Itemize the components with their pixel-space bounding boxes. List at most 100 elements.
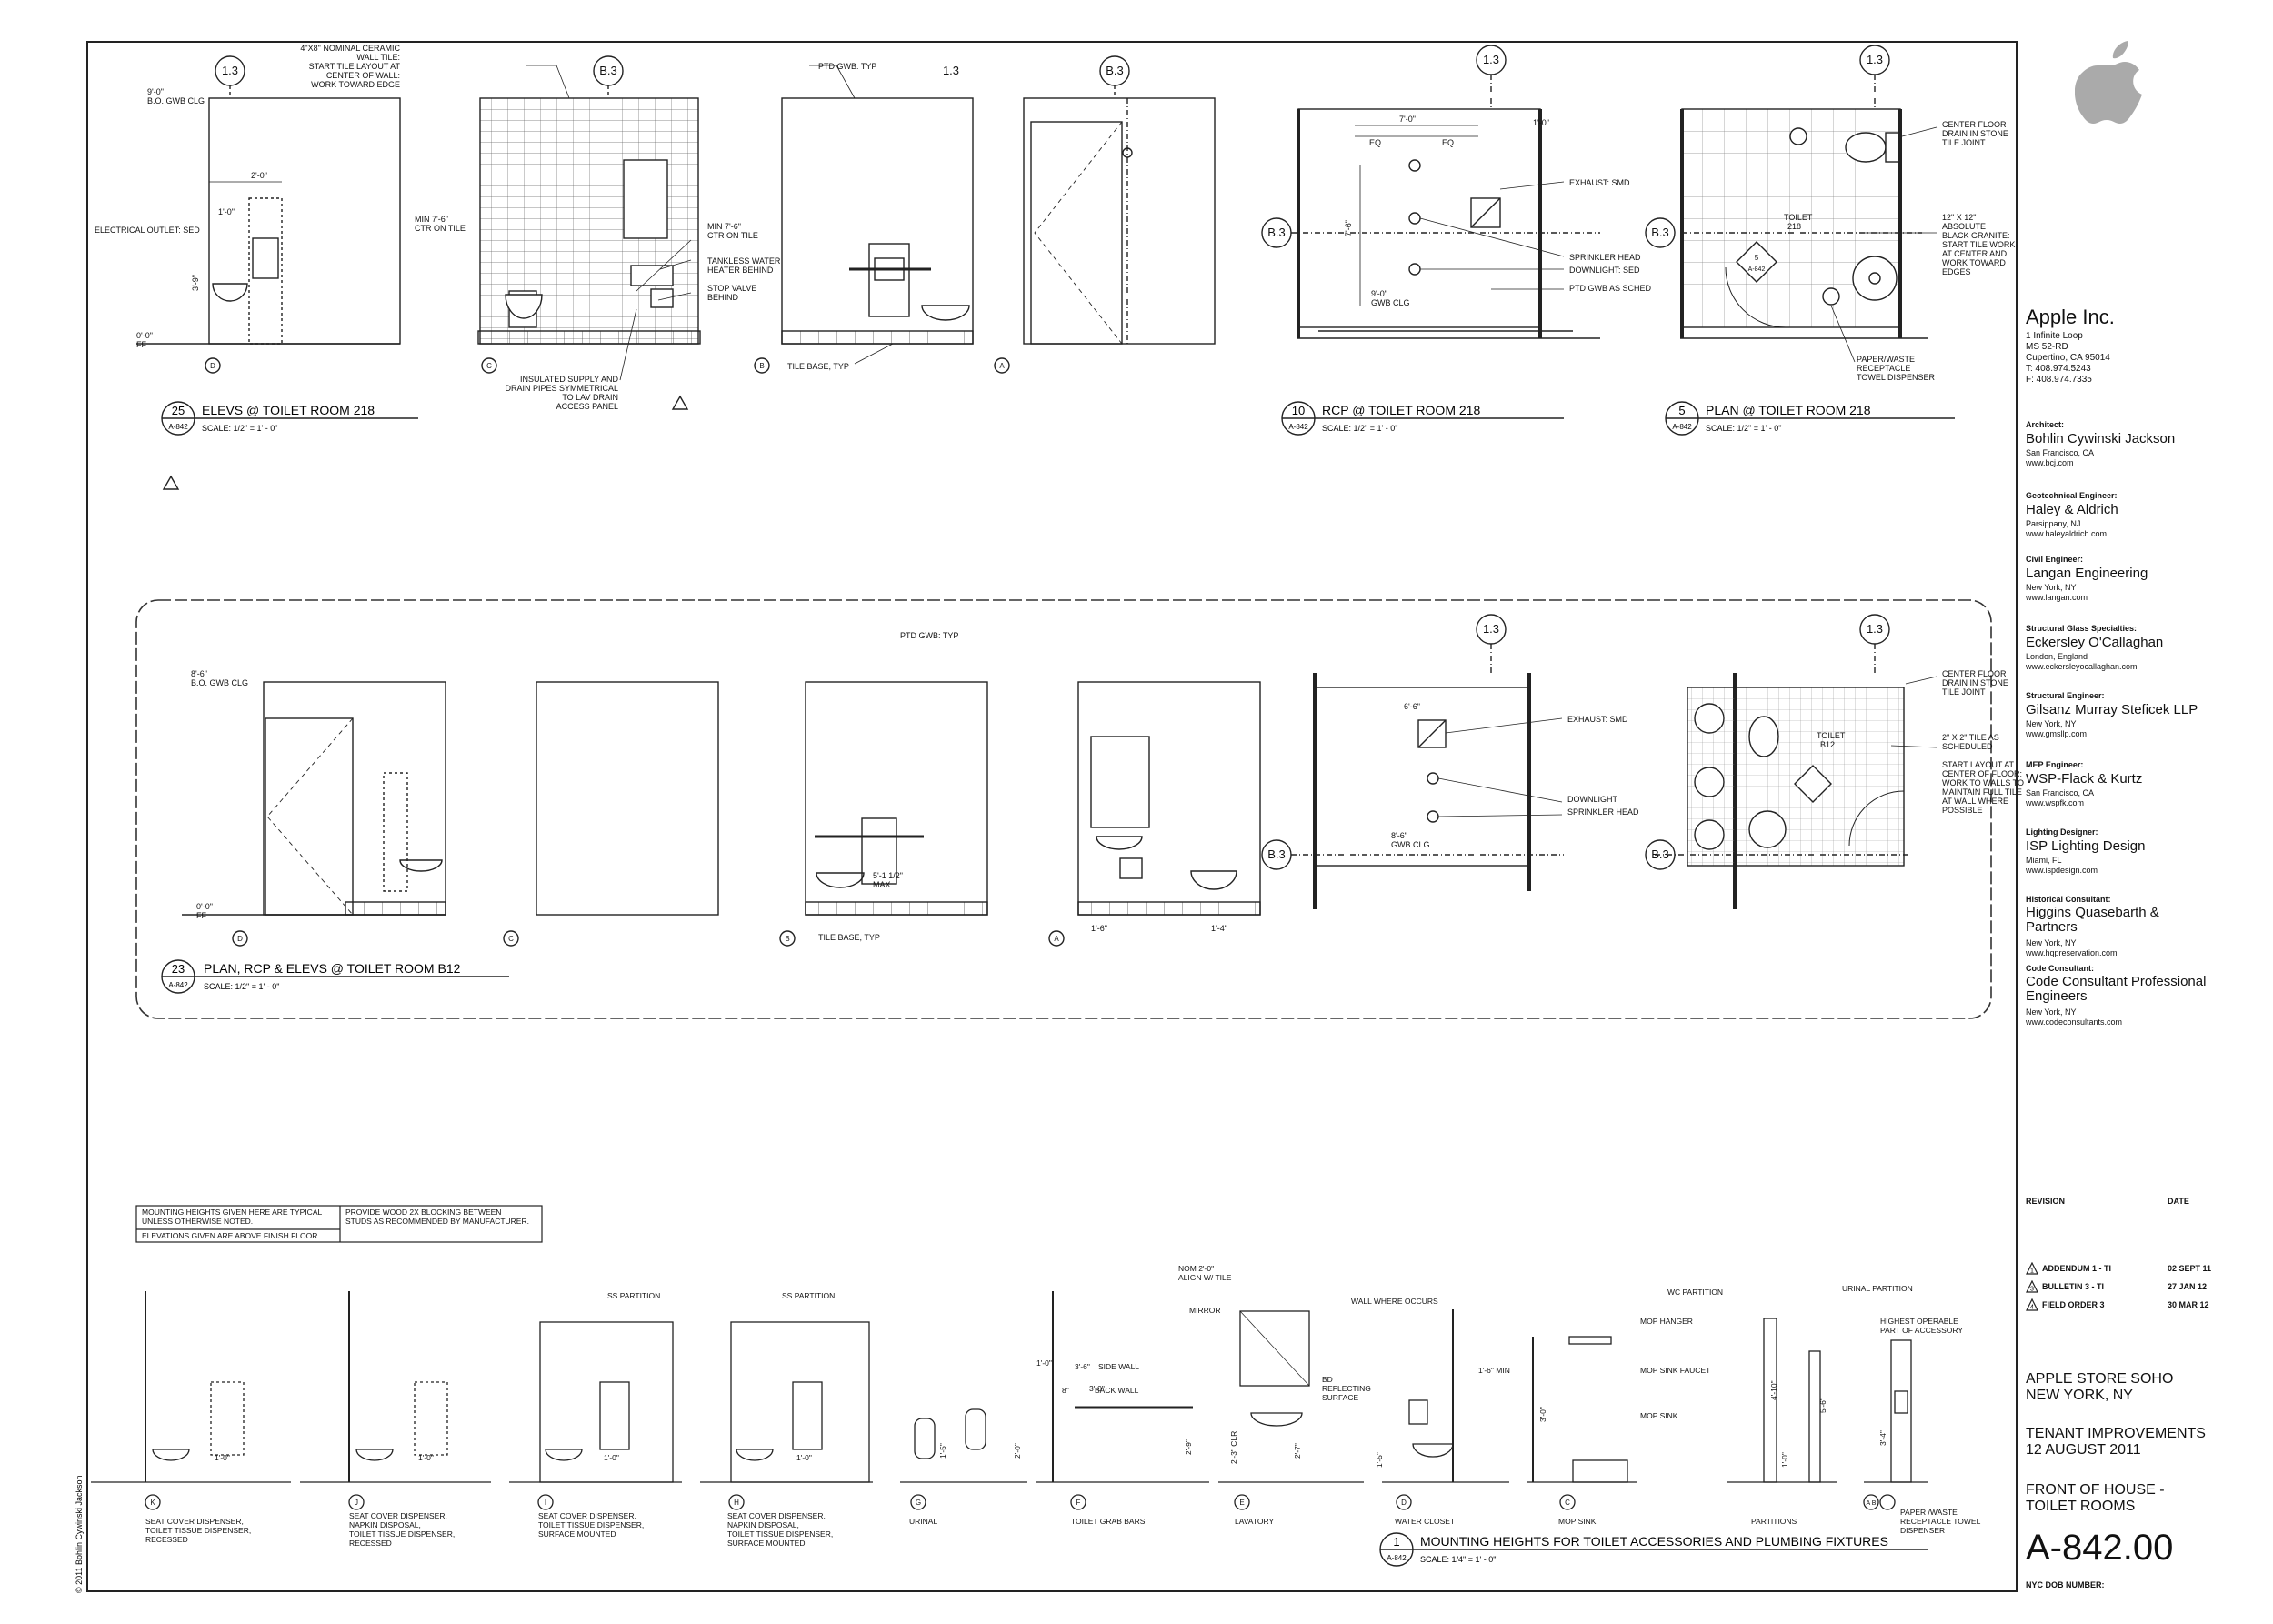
svg-text:MOUNTING HEIGHTS FOR TOILET AC: MOUNTING HEIGHTS FOR TOILET ACCESSORIES … bbox=[1420, 1534, 1888, 1549]
insulated-note: INSULATED SUPPLY AND bbox=[520, 375, 619, 384]
svg-text:MOP SINK FAUCET: MOP SINK FAUCET bbox=[1640, 1366, 1710, 1375]
svg-text:AT WALL WHERE: AT WALL WHERE bbox=[1942, 797, 2008, 806]
floor-dim: 0'-0" bbox=[136, 331, 153, 340]
floor-label: FF bbox=[136, 340, 146, 349]
svg-text:1.3: 1.3 bbox=[1483, 622, 1499, 636]
project-phase-1: TENANT IMPROVEMENTS bbox=[2026, 1426, 2206, 1441]
svg-text:A-842: A-842 bbox=[1288, 423, 1308, 431]
client-fax: F: 408.974.7335 bbox=[2026, 375, 2092, 385]
svg-text:WORK TOWARD: WORK TOWARD bbox=[1942, 258, 2006, 267]
elev-mark-b: B bbox=[759, 362, 764, 370]
svg-text:4'-10": 4'-10" bbox=[1769, 1380, 1778, 1400]
svg-text:PAPER /WASTE: PAPER /WASTE bbox=[1900, 1508, 1958, 1517]
insulated-note: ACCESS PANEL bbox=[556, 402, 618, 411]
svg-text:BLACK GRANITE:: BLACK GRANITE: bbox=[1942, 231, 2010, 240]
consultant-city: San Francisco, CA bbox=[2026, 788, 2095, 797]
mounting-notes-text: MOUNTING HEIGHTS GIVEN HERE ARE TYPICAL … bbox=[142, 1208, 529, 1240]
svg-text:PLAN @ TOILET ROOM 218: PLAN @ TOILET ROOM 218 bbox=[1706, 403, 1871, 417]
svg-text:TOILET TISSUE DISPENSER,: TOILET TISSUE DISPENSER, bbox=[727, 1529, 833, 1539]
tankless-note: HEATER BEHIND bbox=[707, 266, 774, 275]
svg-text:SCHEDULED: SCHEDULED bbox=[1942, 742, 1993, 751]
svg-text:1'-0": 1'-0" bbox=[215, 1453, 230, 1462]
sheet-title-1: FRONT OF HOUSE - bbox=[2026, 1482, 2165, 1498]
project-name-2: NEW YORK, NY bbox=[2026, 1388, 2133, 1403]
svg-text:AT CENTER AND: AT CENTER AND bbox=[1942, 249, 2008, 258]
svg-text:5'-1 1/2": 5'-1 1/2" bbox=[873, 871, 903, 880]
svg-text:I: I bbox=[545, 1499, 546, 1507]
revision-num: 4 bbox=[2030, 1305, 2034, 1311]
consultant-name: Haley & Aldrich bbox=[2026, 502, 2118, 517]
project-phase-2: 12 AUGUST 2011 bbox=[2026, 1442, 2141, 1458]
svg-text:PTD GWB: TYP: PTD GWB: TYP bbox=[900, 631, 958, 640]
svg-text:SEAT COVER DISPENSER,: SEAT COVER DISPENSER, bbox=[727, 1511, 826, 1520]
sheet-title-2: TOILET ROOMS bbox=[2026, 1499, 2136, 1514]
svg-text:MAINTAIN FULL TILE: MAINTAIN FULL TILE bbox=[1942, 787, 2022, 797]
svg-text:DRAIN IN STONE: DRAIN IN STONE bbox=[1942, 678, 2008, 687]
svg-text:K: K bbox=[150, 1499, 155, 1507]
svg-text:LAVATORY: LAVATORY bbox=[1235, 1517, 1274, 1526]
svg-text:7'-0": 7'-0" bbox=[1399, 115, 1416, 124]
svg-text:5: 5 bbox=[1678, 404, 1685, 417]
revision-date: 30 MAR 12 bbox=[2168, 1300, 2209, 1309]
svg-text:TOILET GRAB BARS: TOILET GRAB BARS bbox=[1071, 1517, 1146, 1526]
svg-text:MOP SINK: MOP SINK bbox=[1558, 1517, 1597, 1526]
svg-text:1'-5": 1'-5" bbox=[938, 1443, 947, 1459]
svg-text:TOILET: TOILET bbox=[1817, 731, 1846, 740]
svg-text:A-842: A-842 bbox=[1672, 423, 1692, 431]
svg-text:8'-6": 8'-6" bbox=[191, 669, 207, 678]
detail-25-elevations bbox=[136, 55, 1216, 490]
svg-text:POSSIBLE: POSSIBLE bbox=[1942, 806, 1983, 815]
revision-desc: FIELD ORDER 3 bbox=[2042, 1300, 2105, 1309]
svg-text:F: F bbox=[1076, 1499, 1081, 1507]
consultant-role: Geotechnical Engineer: bbox=[2026, 491, 2118, 500]
svg-text:2'-0": 2'-0" bbox=[1013, 1443, 1022, 1459]
svg-text:WC PARTITION: WC PARTITION bbox=[1667, 1288, 1723, 1297]
svg-text:B12: B12 bbox=[1820, 740, 1835, 749]
svg-text:E: E bbox=[1239, 1499, 1244, 1507]
svg-text:WATER CLOSET: WATER CLOSET bbox=[1395, 1517, 1455, 1526]
svg-text:1'-0": 1'-0" bbox=[1036, 1358, 1052, 1368]
svg-text:3'-4": 3'-4" bbox=[1878, 1430, 1887, 1446]
svg-text:URINAL: URINAL bbox=[909, 1517, 937, 1526]
svg-text:MAX: MAX bbox=[873, 880, 891, 889]
elev-mark-c: C bbox=[486, 362, 492, 370]
svg-text:TILE JOINT: TILE JOINT bbox=[1942, 138, 1986, 147]
svg-text:C: C bbox=[508, 935, 514, 943]
detail-23-elevations bbox=[182, 614, 1938, 947]
tile-note-3: START TILE LAYOUT AT bbox=[309, 62, 401, 71]
elev-mark-a: A bbox=[999, 362, 1005, 370]
svg-text:B.O. GWB CLG: B.O. GWB CLG bbox=[191, 678, 248, 687]
svg-text:SIDE WALL: SIDE WALL bbox=[1098, 1362, 1139, 1371]
svg-text:PLAN, RCP & ELEVS @ TOILET ROO: PLAN, RCP & ELEVS @ TOILET ROOM B12 bbox=[204, 961, 461, 976]
svg-text:BD: BD bbox=[1322, 1375, 1333, 1384]
ctr-tile-note: MIN 7'-6" bbox=[707, 222, 741, 231]
tile-note-1: 4"X8" NOMINAL CERAMIC bbox=[300, 44, 400, 53]
consultant-role: Architect: bbox=[2026, 420, 2065, 429]
consultant-web: www.eckersleyocallaghan.com bbox=[2026, 662, 2138, 671]
svg-text:1'-0": 1'-0" bbox=[418, 1453, 434, 1462]
svg-text:RECEPTACLE: RECEPTACLE bbox=[1857, 364, 1910, 373]
svg-text:TOILET TISSUE DISPENSER,: TOILET TISSUE DISPENSER, bbox=[145, 1526, 251, 1535]
svg-text:A: A bbox=[1054, 935, 1059, 943]
date-header: DATE bbox=[2168, 1197, 2189, 1206]
tile-note-4: CENTER OF WALL: bbox=[326, 71, 400, 80]
revision-date: 02 SEPT 11 bbox=[2168, 1264, 2212, 1273]
revision-num: 1 bbox=[2030, 1268, 2034, 1275]
svg-text:A-842: A-842 bbox=[1748, 266, 1766, 273]
svg-text:1.3: 1.3 bbox=[1867, 622, 1883, 636]
svg-text:NAPKIN DISPOSAL,: NAPKIN DISPOSAL, bbox=[727, 1520, 799, 1529]
svg-text:D: D bbox=[237, 935, 243, 943]
tankless-note: TANKLESS WATER bbox=[707, 256, 781, 266]
consultant-role: MEP Engineer: bbox=[2026, 760, 2084, 769]
svg-text:25: 25 bbox=[172, 404, 185, 417]
svg-text:8'-6": 8'-6" bbox=[1391, 831, 1407, 840]
svg-text:B: B bbox=[785, 935, 789, 943]
dim: 3'-9" bbox=[191, 275, 200, 291]
svg-text:EXHAUST: SMD: EXHAUST: SMD bbox=[1569, 178, 1630, 187]
consultant-web: www.hqpreservation.com bbox=[2026, 948, 2118, 957]
svg-text:5'-6": 5'-6" bbox=[1818, 1398, 1827, 1413]
consultant-name: Gilsanz Murray Steficek LLP bbox=[2026, 702, 2198, 717]
tile-note-5: WORK TOWARD EDGE bbox=[311, 80, 400, 89]
svg-text:START LAYOUT AT: START LAYOUT AT bbox=[1942, 760, 2015, 769]
detail-25-title: 25 A-842 ELEVS @ TOILET ROOM 218 SCALE: … bbox=[161, 401, 418, 436]
